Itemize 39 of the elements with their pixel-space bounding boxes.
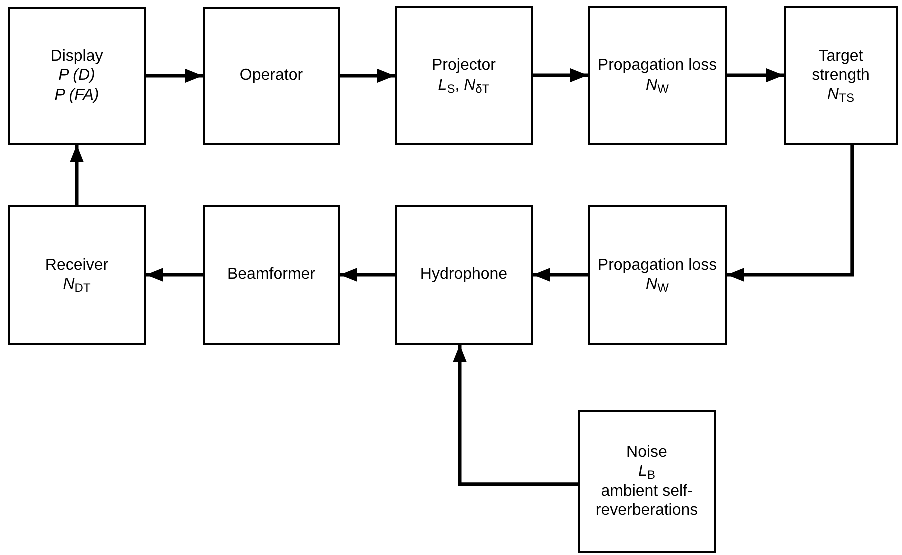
box-text: L$_{B}$ xyxy=(638,462,656,482)
box-text: N$_{DT}$ xyxy=(63,275,91,294)
process-box xyxy=(784,6,898,145)
process-box xyxy=(8,205,146,345)
box-text: L$_{S}$, N$_{δT}$ xyxy=(438,76,490,95)
box-text: ambient self-reverberations xyxy=(594,482,700,520)
process-box xyxy=(578,410,716,553)
process-box xyxy=(203,7,340,145)
process-box xyxy=(8,7,146,145)
box-text: Beamformer xyxy=(227,265,316,285)
arrow xyxy=(146,69,203,83)
arrow xyxy=(340,268,395,282)
box-text: N$_{W}$ xyxy=(646,275,669,294)
arrow xyxy=(533,68,588,82)
process-box xyxy=(395,205,533,345)
process-box xyxy=(588,205,727,345)
process-box xyxy=(588,6,727,145)
box-text: P (D) xyxy=(58,66,96,86)
box-text: Propagation loss xyxy=(598,256,718,275)
box-text: Propagation loss xyxy=(598,56,718,76)
arrow xyxy=(727,68,784,82)
process-box xyxy=(203,205,340,345)
arrow xyxy=(533,268,588,282)
arrow xyxy=(727,145,854,282)
arrow xyxy=(70,145,84,205)
arrow xyxy=(453,345,578,486)
box-text: N$_{TS}$ xyxy=(828,85,854,104)
box-text: Display xyxy=(50,47,104,66)
box-text: P (FA) xyxy=(54,86,100,105)
box-text: Target strength xyxy=(811,46,871,86)
box-text: Receiver xyxy=(45,256,109,275)
arrow xyxy=(340,69,395,83)
process-box xyxy=(395,6,533,145)
box-text: Operator xyxy=(240,66,304,86)
box-text: N$_{W}$ xyxy=(646,76,669,95)
box-text: Noise xyxy=(626,443,668,462)
arrow xyxy=(146,268,203,282)
box-text: Projector xyxy=(432,56,496,76)
box-text: Hydrophone xyxy=(420,265,508,285)
